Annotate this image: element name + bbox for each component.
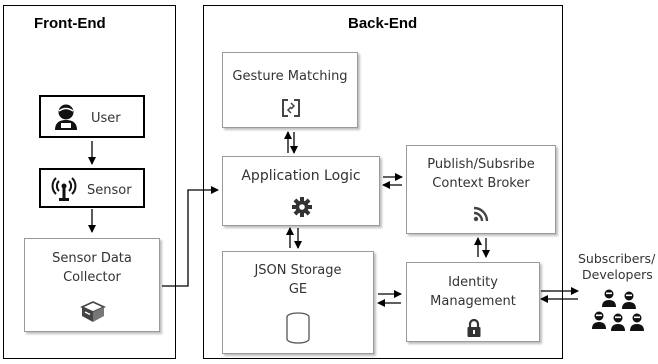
subscribers-label-line1: Subscribers/	[578, 251, 656, 266]
subscribers-label: Subscribers/ Developers	[578, 251, 658, 283]
sensor-data-collector-label-line2: Collector	[63, 270, 121, 285]
gear-icon	[291, 196, 313, 222]
identity-management-label-line1: Identity	[448, 275, 498, 290]
user-label: User	[91, 111, 121, 126]
database-icon	[285, 312, 311, 348]
json-storage-box: JSON Storage GE	[222, 251, 374, 354]
lock-icon	[466, 318, 482, 342]
user-icon	[53, 103, 79, 135]
application-logic-box: Application Logic	[222, 156, 380, 226]
cube-icon	[80, 301, 106, 327]
publish-subscribe-label-line2: Context Broker	[432, 176, 530, 191]
publish-subscribe-label-line1: Publish/Subsribe	[427, 157, 535, 172]
json-storage-label-line1: JSON Storage	[254, 263, 342, 278]
antenna-icon	[51, 176, 77, 206]
gesture-matching-box: Gesture Matching	[222, 52, 358, 128]
sensor-box: Sensor	[39, 168, 145, 208]
rss-icon	[473, 206, 489, 226]
sensor-label: Sensor	[87, 183, 132, 198]
gesture-matching-label: Gesture Matching	[232, 69, 348, 84]
collector-to-applogic-arrow	[162, 186, 219, 287]
application-logic-label: Application Logic	[241, 168, 361, 184]
sensor-data-collector-box: Sensor Data Collector	[24, 238, 160, 332]
refresh-icon	[279, 97, 303, 123]
backend-title: Back-End	[348, 15, 418, 32]
json-storage-label-line2: GE	[288, 282, 308, 297]
users-group-icon	[588, 289, 648, 338]
user-box: User	[39, 95, 145, 138]
publish-subscribe-box: Publish/Subsribe Context Broker	[406, 145, 556, 234]
subscribers-label-line2: Developers	[582, 267, 653, 282]
sensor-data-collector-label-line1: Sensor Data	[52, 251, 132, 266]
identity-management-label-line2: Management	[430, 294, 516, 309]
identity-management-box: Identity Management	[406, 262, 540, 342]
frontend-title: Front-End	[34, 15, 106, 32]
